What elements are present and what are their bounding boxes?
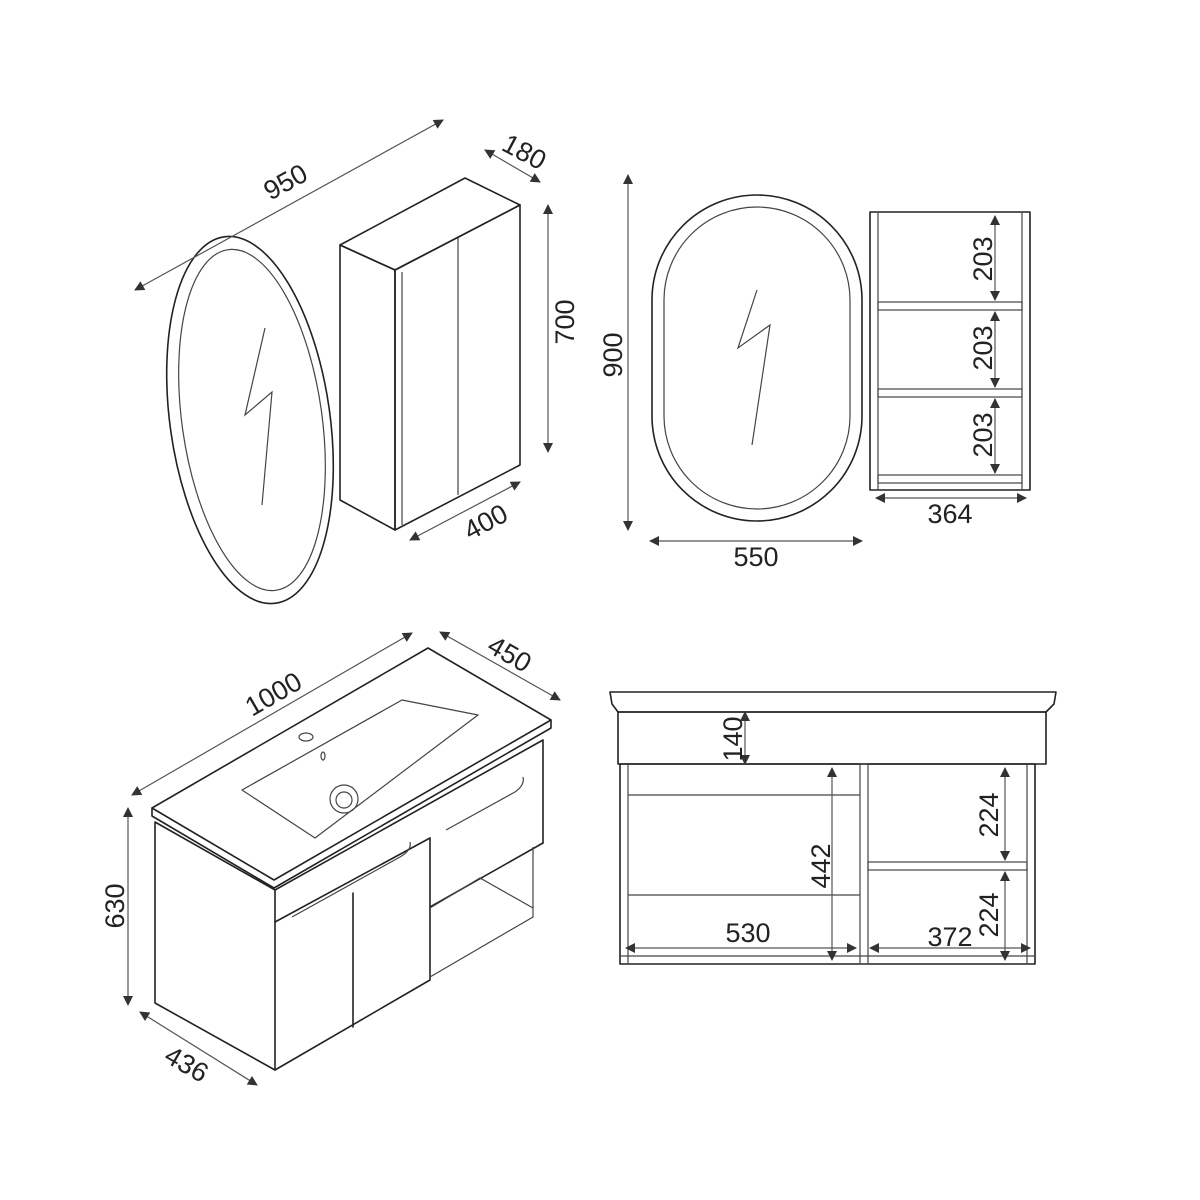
vanity-iso-view: 1000 450 630 436 [100, 630, 561, 1089]
dim-700: 700 [543, 204, 580, 453]
dim-530: 530 [625, 918, 857, 953]
dim-label-180: 180 [497, 128, 551, 176]
mirror-cabinet-iso-view: 950 180 700 400 [134, 119, 580, 605]
dim-1000: 1000 [131, 632, 413, 796]
dim-label-630: 630 [100, 883, 130, 928]
dim-label-436: 436 [159, 1040, 213, 1089]
tap-hole [298, 732, 314, 742]
dim-label-364: 364 [927, 499, 972, 529]
dim-140: 140 [718, 711, 750, 765]
dim-label-203: 203 [968, 412, 998, 457]
dim-180: 180 [484, 128, 551, 183]
oval-mirror-iso [165, 235, 335, 605]
dim-630: 630 [100, 807, 133, 1006]
dim-900: 900 [598, 174, 633, 531]
reflection-mark [736, 289, 771, 446]
drain [329, 784, 359, 814]
dim-label-950: 950 [259, 158, 313, 206]
countertop [151, 647, 552, 889]
dim-550: 550 [649, 536, 863, 572]
mirror-front-view: 900 550 [598, 174, 863, 572]
dim-203-top: 203 [968, 215, 1000, 301]
dim-372: 372 [869, 922, 1031, 953]
vanity-front-view: 140 442 224 224 530 372 [609, 691, 1057, 965]
cabinet-body [154, 739, 544, 1071]
reflection-mark [244, 327, 273, 506]
dim-label-550: 550 [733, 542, 778, 572]
dim-label-442: 442 [806, 843, 836, 888]
dim-label-224: 224 [974, 892, 1004, 937]
dim-224-lower: 224 [974, 871, 1010, 961]
dim-label-400: 400 [459, 498, 513, 546]
dim-label-450: 450 [482, 630, 536, 679]
shelf-front-view: 203 203 203 364 [869, 211, 1031, 529]
dim-label-900: 900 [598, 332, 628, 377]
dim-label-372: 372 [927, 922, 972, 952]
dim-label-203: 203 [968, 236, 998, 281]
dim-442: 442 [806, 767, 837, 961]
dim-224-upper: 224 [974, 767, 1010, 861]
door-handle [291, 841, 411, 918]
dim-label-203: 203 [968, 325, 998, 370]
dim-label-140: 140 [718, 716, 748, 761]
dim-label-530: 530 [725, 918, 770, 948]
dim-label-700: 700 [550, 299, 580, 344]
drawer-handle [445, 776, 524, 831]
dim-203-bottom: 203 [968, 398, 1000, 474]
dim-203-middle: 203 [968, 311, 1000, 388]
wall-cabinet-iso [339, 177, 521, 531]
dim-950: 950 [134, 119, 444, 291]
dim-label-224: 224 [974, 792, 1004, 837]
dim-364: 364 [875, 493, 1027, 529]
